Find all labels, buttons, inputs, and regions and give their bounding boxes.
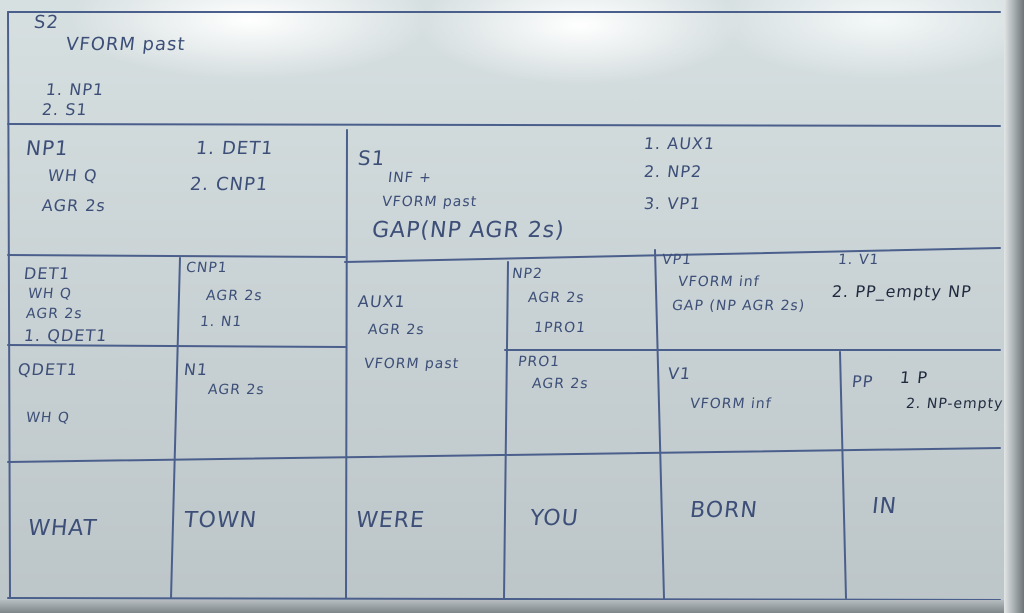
aux1-feature-agr: AGR 2s — [367, 322, 426, 338]
board-frame-right — [1004, 0, 1024, 613]
det1-rule-1: 1. QDET1 — [23, 326, 109, 345]
line-v-vp1 — [654, 249, 665, 599]
np1-title: NP1 — [24, 136, 71, 160]
word-you: YOU — [528, 506, 580, 531]
s1-feature-gap: GAP(NP AGR 2s) — [370, 218, 567, 243]
cnp1-feature-agr: AGR 2s — [205, 288, 264, 304]
cnp1-title: CNP1 — [185, 260, 229, 276]
vp1-feature-vform: VFORM inf — [677, 274, 761, 290]
aux1-title: AUX1 — [357, 292, 407, 311]
pro1-feature-agr: AGR 2s — [531, 376, 590, 392]
vp1-title: VP1 — [661, 252, 693, 268]
line-row4 — [7, 447, 1001, 463]
s1-feature-vform: VFORM past — [381, 194, 478, 210]
n1-title: N1 — [183, 360, 210, 379]
qdet1-title: QDET1 — [17, 360, 79, 379]
pro1-title: PRO1 — [517, 354, 561, 370]
np1-feature-agr: AGR 2s — [41, 196, 107, 215]
aux1-feature-vform: VFORM past — [363, 356, 460, 372]
s1-feature-inf: INF + — [387, 170, 433, 186]
board-frame-bottom — [0, 600, 1004, 613]
word-what: WHAT — [26, 516, 99, 541]
pp-rule-1: 1 P — [899, 368, 929, 387]
line-v-np2 — [503, 261, 509, 599]
line-v-pp — [839, 351, 847, 599]
np1-feature-wh: WH Q — [47, 166, 99, 185]
s1-rule-3: 3. VP1 — [643, 194, 703, 213]
cnp1-rule-1: 1. N1 — [199, 314, 244, 330]
line-v-cnp — [170, 257, 181, 599]
det1-feature-agr: AGR 2s — [25, 306, 84, 322]
line-row2 — [7, 247, 1001, 263]
det1-feature-wh: WH Q — [27, 286, 73, 302]
word-town: TOWN — [182, 508, 259, 533]
line-row3 — [7, 344, 1001, 351]
v1-title: V1 — [667, 364, 693, 383]
word-were: WERE — [354, 508, 427, 533]
n1-feature-agr: AGR 2s — [207, 382, 266, 398]
pp-rule-2: 2. NP-empty — [905, 396, 1005, 412]
pp-title: PP — [851, 372, 875, 391]
line-row1 — [7, 123, 1001, 127]
s1-rule-2: 2. NP2 — [643, 162, 704, 181]
v1-feature-vform: VFORM inf — [689, 396, 773, 412]
vp1-rule-1: 1. V1 — [837, 252, 881, 268]
np1-rule-2: 2. CNP1 — [188, 174, 270, 195]
qdet1-feature-wh: WH Q — [25, 410, 71, 426]
det1-title: DET1 — [23, 264, 72, 283]
word-in: IN — [870, 494, 899, 519]
line-v-s1 — [345, 129, 348, 599]
np2-feature-agr: AGR 2s — [527, 290, 586, 306]
header-number: S2 — [32, 12, 60, 33]
np2-title: NP2 — [511, 266, 544, 282]
np1-rule-1: 1. DET1 — [194, 138, 275, 159]
header-rule-1: 1. NP1 — [45, 80, 106, 99]
s1-title: S1 — [356, 146, 387, 170]
header-rule-2: 2. S1 — [41, 100, 89, 119]
vp1-feature-gap: GAP (NP AGR 2s) — [671, 298, 807, 314]
s1-rule-1: 1. AUX1 — [643, 134, 717, 153]
line-left — [7, 11, 11, 599]
np2-rule-1: 1PRO1 — [533, 320, 587, 336]
header-vform: VFORM past — [64, 34, 187, 55]
vp1-rule-2: 2. PP_empty NP — [831, 282, 973, 301]
word-born: BORN — [688, 498, 760, 523]
